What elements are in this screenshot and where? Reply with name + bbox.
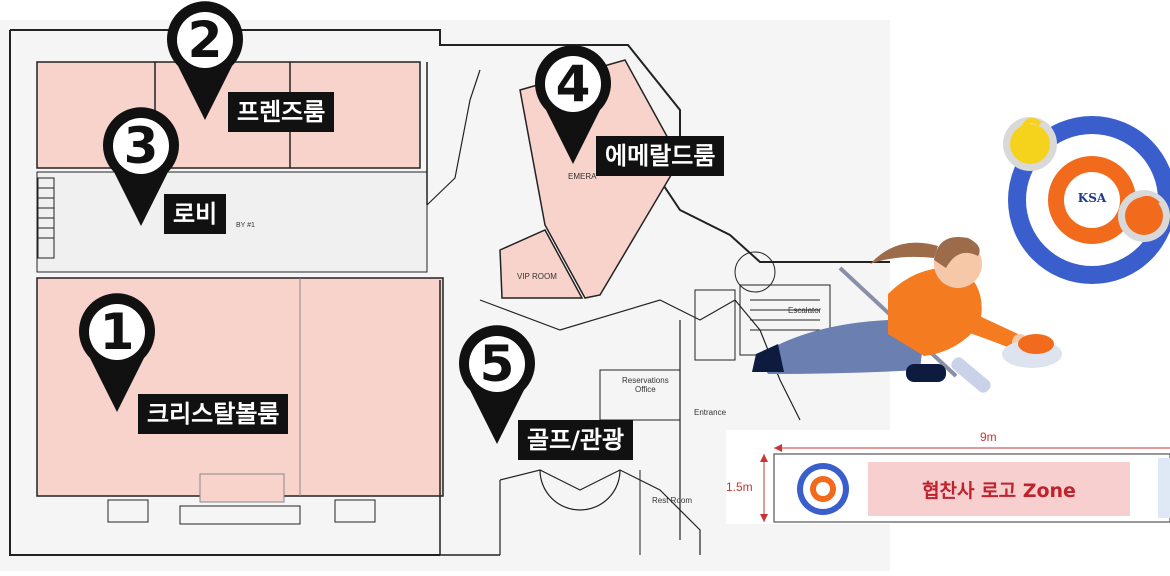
marker-number: 1 [99,303,135,361]
height-dimension-label: 1.5m [726,480,753,494]
curling-target-icon [797,463,849,515]
curling-house-logo: KSA [1000,112,1170,284]
sponsor-zone-text: 협찬사 로고 Zone [922,479,1076,502]
marker-label-lobby: 로비 [164,194,227,234]
emerald-label: EMERA [568,172,597,181]
lobby-sign-label: BY #1 [236,222,255,229]
marker-label-emerald-room: 에메랄드룸 [596,136,725,176]
lobby-area [36,171,428,273]
map-pin-icon [102,107,179,226]
banner-target [796,462,850,516]
sponsor-logo-zone: 협찬사 로고 Zone [868,462,1130,516]
map-pin-icon [535,45,611,164]
marker-number: 2 [187,11,223,69]
marker-4[interactable]: 4 [532,44,614,166]
map-pin-icon [78,293,155,412]
marker-2[interactable]: 2 [164,0,246,122]
marker-label-crystal-ballroom: 크리스탈볼룸 [138,394,289,434]
marker-number: 3 [123,117,159,175]
vip-room-label: VIP ROOM [517,272,557,281]
marker-3[interactable]: 3 [100,106,182,228]
vip-room-area [499,229,584,299]
entrance-label: Entrance [694,408,727,417]
marker-number: 4 [555,55,591,113]
floor-plan-drawing [9,29,890,556]
curling-target-icon [1003,116,1170,284]
floor-plan: EMERA VIP ROOM BY #1 Escalator Reservati… [9,29,890,556]
ksa-logo-text: KSA [1077,191,1107,205]
escalator-label: Escalator [788,306,822,315]
curling-player-icon [752,236,1062,393]
marker-1[interactable]: 1 [76,292,158,414]
restroom-label: Rest Room [652,496,693,505]
width-dimension-label: 9m [980,430,997,444]
marker-label-friends-room: 프렌즈룸 [228,92,335,132]
marker-number: 5 [479,335,515,393]
map-pin-icon [459,325,535,444]
map-pin-icon [167,1,243,120]
marker-5[interactable]: 5 [456,324,538,446]
reservations-label: Reservations Office [622,376,669,394]
curling-player-illustration [748,224,1068,404]
marker-label-golf-tour: 골프/관광 [518,420,634,460]
